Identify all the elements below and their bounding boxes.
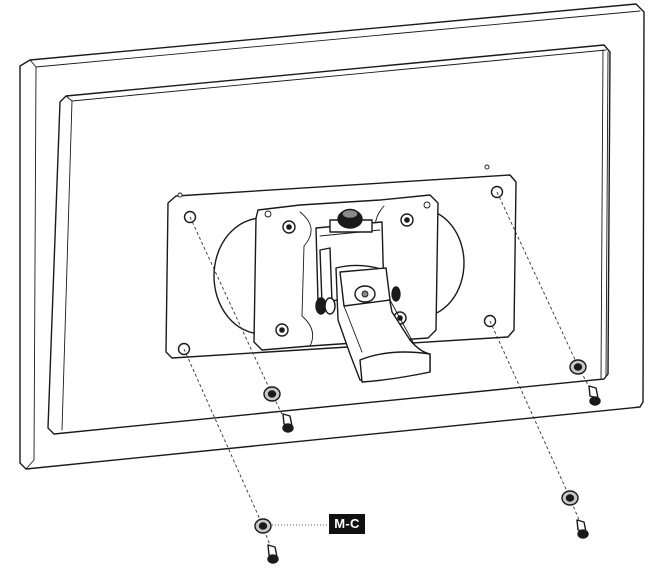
bracket-screw-bottom-left: [275, 323, 289, 337]
guide-line-top-left: [189, 216, 289, 427]
screw-icon: [576, 519, 589, 539]
bracket-screw-top-left: [282, 220, 296, 234]
screw-icon: [282, 413, 294, 433]
washer-icon: [561, 490, 579, 506]
washer-icon: [254, 518, 272, 534]
screw-icon: [267, 544, 279, 564]
part-code-label: M-C: [329, 514, 365, 534]
washer-icon: [263, 386, 281, 402]
screw-icon: [588, 385, 601, 406]
mount-arm: [335, 264, 431, 383]
bracket-screw-top-right: [400, 213, 414, 227]
washer-icon: [569, 359, 587, 375]
